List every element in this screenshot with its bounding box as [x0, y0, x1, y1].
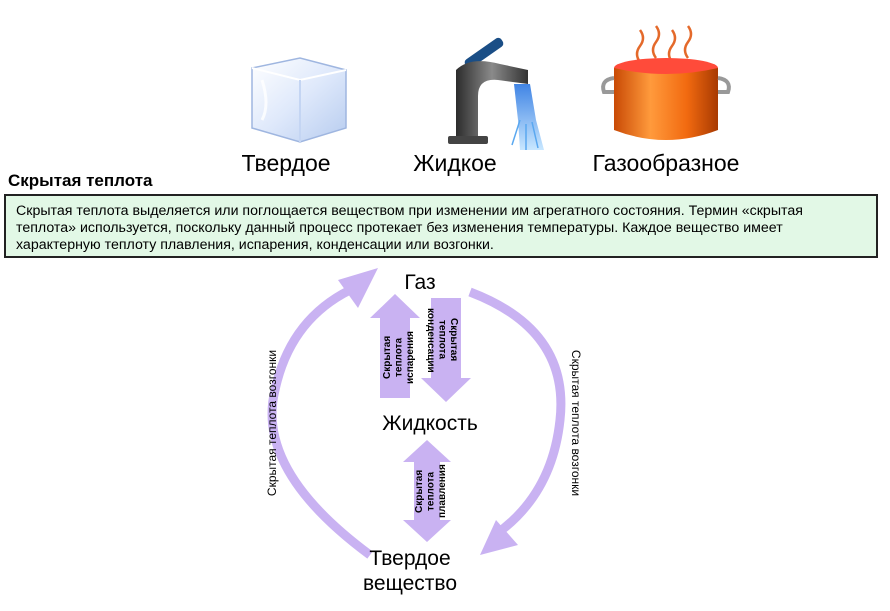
sublimation-right-arrowhead [480, 520, 518, 555]
state-label-liquid: Жидкое [413, 150, 497, 176]
melting-label: Скрытая теплота плавления [414, 464, 448, 518]
sublimation-right-label: Скрытая теплота возгонки [569, 349, 583, 497]
ice-cube-icon [251, 57, 347, 143]
node-solid: Твердое вещество [330, 546, 490, 596]
node-solid-line2: вещество [362, 572, 458, 595]
node-liquid: Жидкость [382, 412, 478, 435]
description-box: Скрытая теплота выделяется или поглощает… [4, 194, 878, 258]
state-label-solid: Твердое [241, 150, 331, 176]
sublimation-right-arc [468, 287, 566, 539]
node-solid-line1: Твердое [369, 547, 451, 570]
state-label-gas: Газообразное [592, 150, 740, 176]
sublimation-left-arc [267, 285, 373, 559]
section-title: Скрытая теплота [8, 171, 153, 190]
node-gas: Газ [404, 271, 436, 294]
sublimation-left-arrowhead [338, 268, 378, 308]
boiling-pot-icon [601, 25, 731, 140]
condensation-arrow [421, 298, 471, 402]
condensation-label: Скрытая теплота конденсации [425, 307, 459, 373]
melting-arrow [403, 440, 451, 542]
description-text: Скрытая теплота выделяется или поглощает… [16, 203, 803, 253]
evaporation-label: Скрытая теплота испарения [382, 330, 416, 384]
evaporation-arrow [370, 294, 420, 398]
sublimation-left-label: Скрытая теплота возгонки [265, 349, 279, 497]
cycle-arrows [267, 268, 566, 559]
faucet-icon [448, 37, 544, 150]
